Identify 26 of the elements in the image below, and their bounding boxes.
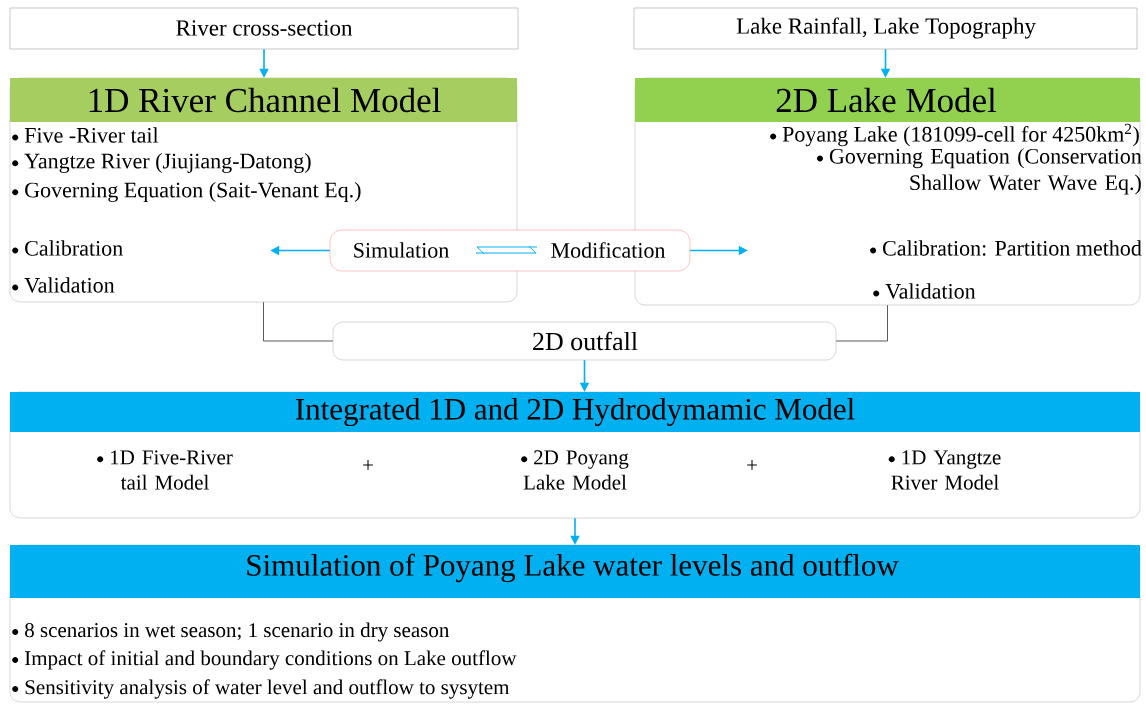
box-label: Modification [551, 242, 666, 258]
box-label: River cross-section [176, 20, 353, 36]
bullet-item: Validation [12, 277, 115, 293]
box-label: 2D outfall [533, 331, 638, 351]
bullet-item: Five -River tail [12, 127, 159, 143]
bullet-item: Calibration: Partition method [870, 240, 1142, 256]
box-label: Simulation [354, 242, 449, 258]
bullet-item: Governing Equation (Conservation Shallow Water Wave Eq.) [817, 148, 1142, 195]
panel-header: Simulation of Poyang Lake water levels and outflow [10, 545, 1140, 598]
bullet-item: Sensitivity analysis of water level and outflow to sysytem [12, 679, 510, 699]
box-label: + [747, 460, 757, 470]
panel-header: Integrated 1D and 2D Hydrodymamic Model [10, 392, 1140, 432]
bullet-item: 1D Five-River tail Model [97, 450, 233, 490]
bullet-item: 2D Poyang Lake Model [521, 450, 629, 490]
box-label: + [363, 460, 373, 470]
bullet-item: Yangtze River (Jiujiang-Datong) [12, 153, 311, 173]
bullet-item: Validation [873, 283, 976, 299]
box-label: Lake Rainfall, Lake Topography [736, 17, 1036, 39]
bullet-item: 8 scenarios in wet season; 1 scenario in dry season [12, 622, 450, 642]
bullet-item: Governing Equation (Sait-Venant Eq.) [12, 182, 361, 202]
bullet-item: Poyang Lake (181099-cell for 4250km$^{2}$) [770, 123, 1139, 147]
bullet-item: Impact of initial and boundary conditions on Lake outflow [12, 650, 517, 670]
bullet-item: Calibration [12, 240, 123, 256]
panel-header: 2D Lake Model [635, 78, 1140, 122]
panel-header: 1D River Channel Model [10, 78, 517, 122]
bullet-item: 1D Yangtze River Model [888, 450, 1001, 490]
